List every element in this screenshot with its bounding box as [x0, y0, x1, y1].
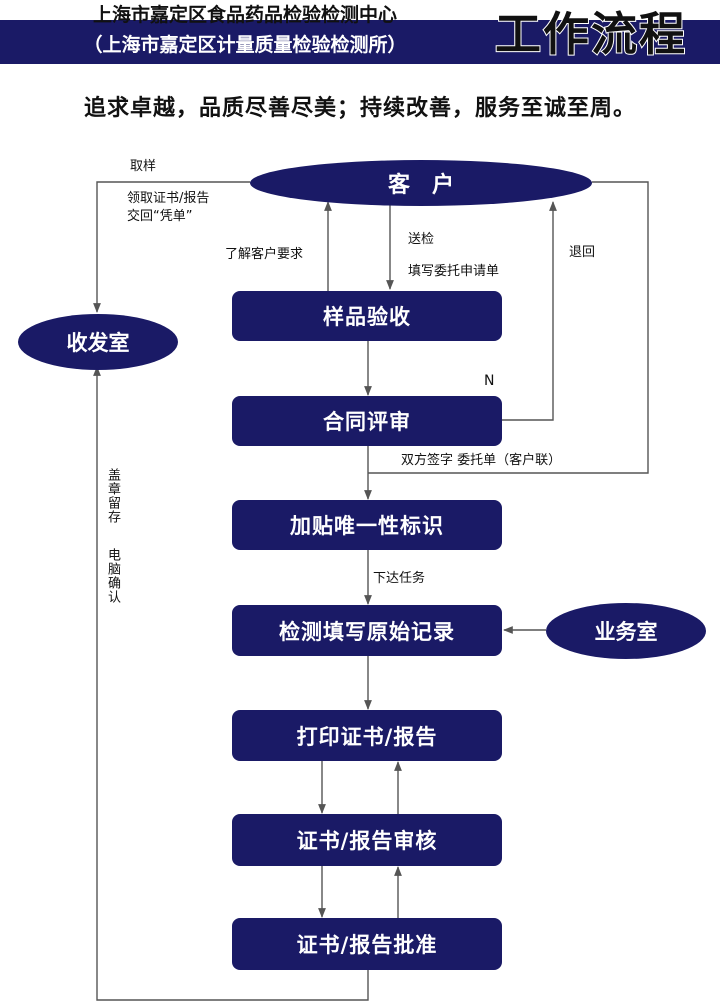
node-mailroom: 收发室 [18, 314, 178, 370]
label-collect-report-2: 交回“凭单” [127, 209, 193, 224]
label-returned: 退回 [569, 245, 596, 260]
slogan: 追求卓越，品质尽善尽美；持续改善，服务至诚至周。 [83, 96, 636, 121]
header-stripe [0, 20, 720, 64]
label-fill-form: 填写委托申请单 [408, 264, 500, 279]
org-name-line-1: 上海市嘉定区食品药品检验检测中心 [92, 4, 397, 26]
label-no: N [484, 373, 495, 389]
label-send-for-test: 送检 [408, 232, 435, 247]
label-both-sign: 双方签字 委托单（客户联） [401, 453, 562, 468]
page-title: 工作流程 [494, 6, 687, 62]
label-stamp-archive: 盖章留存 [105, 468, 120, 524]
label-computer-confirm: 电脑确认 [105, 548, 120, 604]
label-assign-task: 下达任务 [373, 571, 426, 586]
node-sample-receipt: 样品验收 [232, 291, 502, 341]
node-contract-review: 合同评审 [232, 396, 502, 446]
node-print-report: 打印证书/报告 [232, 710, 502, 761]
arrow-approve-to-mailroom [93, 366, 369, 1001]
node-testing-record: 检测填写原始记录 [232, 605, 502, 656]
org-name-line-2: （上海市嘉定区计量质量检验检测所） [83, 34, 407, 56]
node-approve-report: 证书/报告批准 [232, 918, 502, 970]
node-customer: 客 户 [250, 160, 592, 206]
arrow-contract-returned [502, 201, 557, 421]
node-label-marking: 加贴唯一性标识 [232, 500, 502, 550]
label-collect-report-1: 领取证书/报告 [127, 191, 210, 206]
node-business-office: 业务室 [546, 603, 706, 659]
label-pickup: 取样 [130, 159, 157, 174]
node-review-report: 证书/报告审核 [232, 814, 502, 866]
line-customer-both-sign [368, 181, 649, 474]
label-understand-requirements: 了解客户要求 [225, 247, 304, 262]
arrow-customer-to-mailroom [93, 181, 250, 313]
